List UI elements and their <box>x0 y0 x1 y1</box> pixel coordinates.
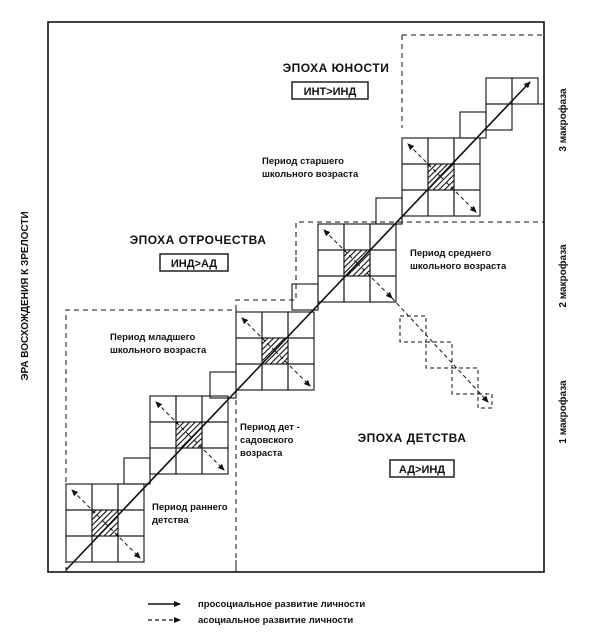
period-early-label-1: Период раннего <box>152 502 228 513</box>
epoch-adolescence-title: ЭПОХА ОТРОЧЕСТВА <box>130 233 267 247</box>
period-junior-label-2: школьного возраста <box>110 345 207 356</box>
period-junior-label-1: Период младшего <box>110 332 196 343</box>
stage-blocks <box>65 77 539 563</box>
prosocial-diagonal <box>65 81 531 571</box>
epoch-youth-ratio-box <box>291 81 369 100</box>
period-preschool-label-1: Период дет - <box>240 422 300 433</box>
epoch-adolescence-ratio-box <box>159 253 229 272</box>
period-preschool-label-2: садовского <box>240 435 294 446</box>
axis-label: ЭРА ВОСХОЖДЕНИЯ К ЗРЕЛОСТИ <box>20 211 31 380</box>
macrophase-1-label: 1 макрофаза <box>557 380 569 444</box>
diagram-frame <box>47 21 545 573</box>
asocial-arrows <box>71 143 489 559</box>
epoch-childhood-title: ЭПОХА ДЕТСТВА <box>358 431 467 445</box>
period-senior-label-2: школьного возраста <box>262 169 359 180</box>
epoch-adolescence-ratio: ИНД>АД <box>171 258 217 270</box>
period-preschool-label-3: возраста <box>240 448 283 459</box>
period-middle-label-2: школьного возраста <box>410 261 507 272</box>
asocial-branch-squares <box>399 315 493 409</box>
epoch-youth-title: ЭПОХА ЮНОСТИ <box>283 61 390 75</box>
region-boundaries <box>65 34 544 572</box>
legend-prosocial-label: просоциальное развитие личности <box>198 599 365 610</box>
epoch-youth-ratio: ИНТ>ИНД <box>304 86 357 98</box>
macrophase-2-label: 2 макрофаза <box>557 244 569 308</box>
macrophase-3-label: 3 макрофаза <box>557 88 569 152</box>
legend-asocial-label: асоциальное развитие личности <box>198 615 353 626</box>
period-middle-label-1: Период среднего <box>410 248 491 259</box>
epoch-childhood-ratio-box <box>389 459 455 478</box>
period-early-label-2: детства <box>152 515 189 526</box>
period-senior-label-1: Период старшего <box>262 156 344 167</box>
epoch-childhood-ratio: АД>ИНД <box>399 464 445 476</box>
